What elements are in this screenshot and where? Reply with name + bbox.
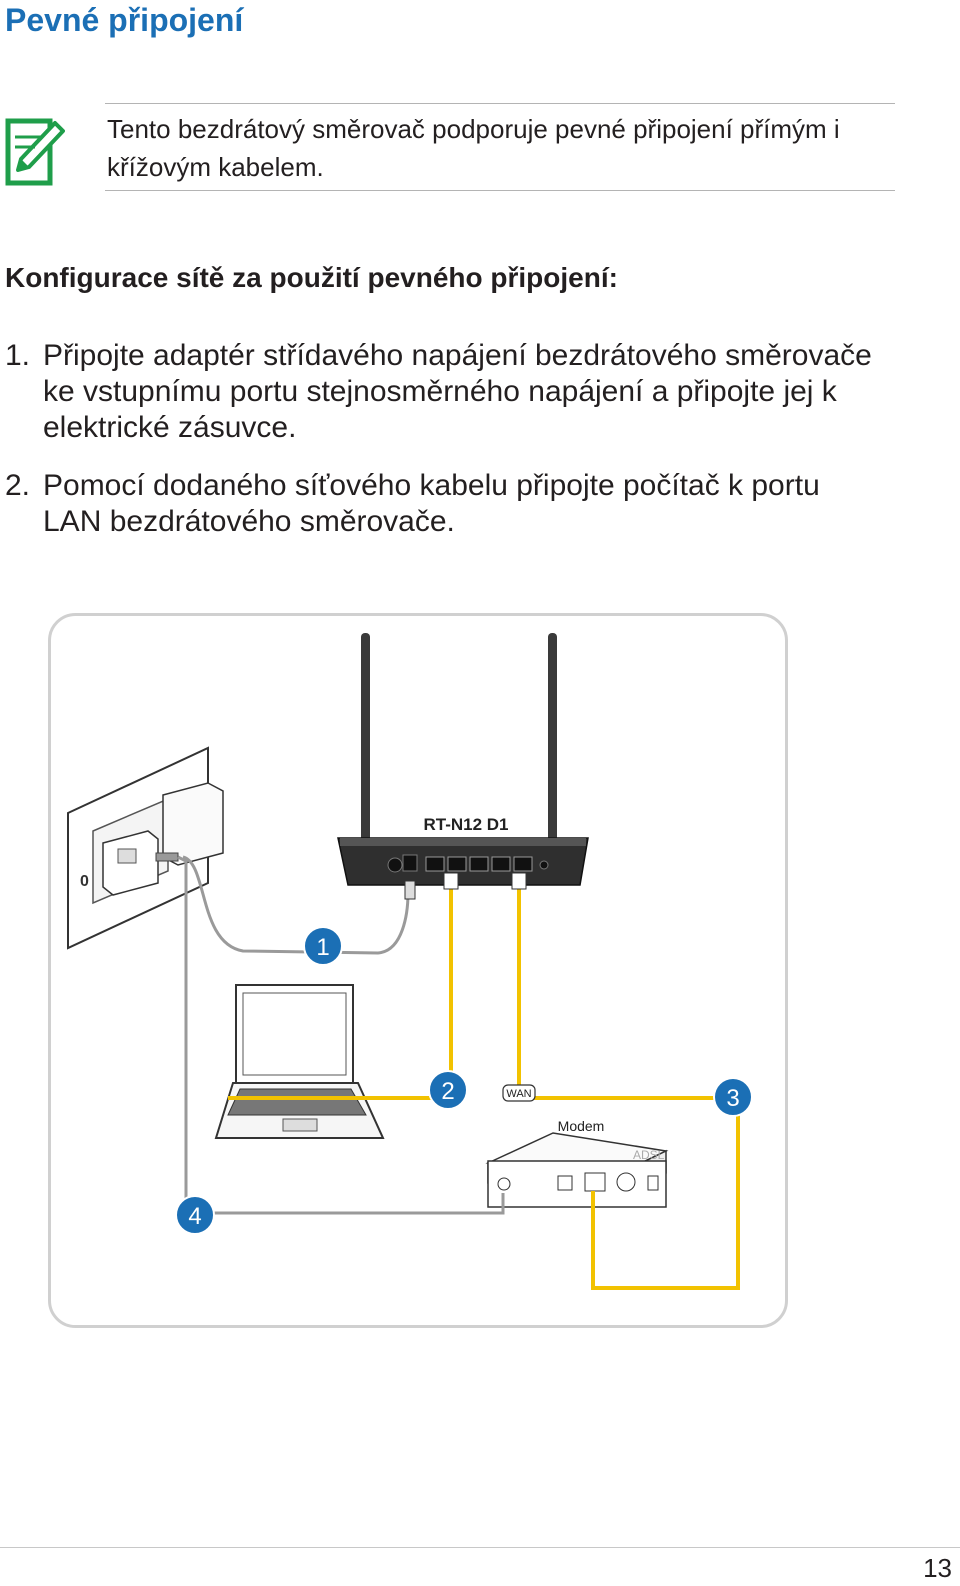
callout-4: 4 — [175, 1195, 215, 1235]
callout-3: 3 — [713, 1077, 753, 1117]
step-2-number: 2. — [5, 469, 31, 502]
power-adapter — [102, 782, 224, 896]
modem: ADSL Modem — [485, 1118, 669, 1208]
step-1: 1. Připojte adaptér střídavého napájení … — [5, 338, 885, 446]
note-bottom-divider — [105, 190, 895, 191]
router-model-label: RT-N12 D1 — [423, 815, 508, 834]
outlet-mark: 0 — [80, 873, 89, 890]
callout-3-label: 3 — [726, 1085, 739, 1112]
wan-label-box: WAN — [502, 1084, 536, 1102]
section-subheading: Konfigurace sítě za použití pevného přip… — [5, 262, 618, 293]
wan-label: WAN — [506, 1088, 531, 1100]
connection-diagram: 0 RT-N12 D1 — [48, 613, 788, 1328]
page-number: 13 — [923, 1553, 952, 1583]
note-text: Tento bezdrátový směrovač podporuje pevn… — [107, 114, 840, 182]
router: RT-N12 D1 — [337, 633, 589, 886]
note-top-divider — [105, 103, 895, 104]
callout-1-label: 1 — [316, 934, 329, 961]
modem-brand: ADSL — [633, 1148, 665, 1162]
footer-divider — [0, 1547, 960, 1548]
step-2-text: Pomocí dodaného síťového kabelu připojte… — [43, 469, 820, 538]
callout-4-label: 4 — [188, 1203, 201, 1230]
callout-2: 2 — [428, 1070, 468, 1110]
callout-1: 1 — [303, 926, 343, 966]
step-1-text: Připojte adaptér střídavého napájení bez… — [43, 339, 872, 444]
modem-label: Modem — [558, 1118, 605, 1134]
step-1-number: 1. — [5, 339, 31, 372]
callout-2-label: 2 — [441, 1078, 454, 1105]
diagram-frame — [48, 613, 788, 1328]
page-heading: Pevné připojení — [5, 2, 244, 38]
note-pencil-icon — [5, 118, 65, 186]
step-2: 2. Pomocí dodaného síťového kabelu připo… — [5, 468, 885, 540]
